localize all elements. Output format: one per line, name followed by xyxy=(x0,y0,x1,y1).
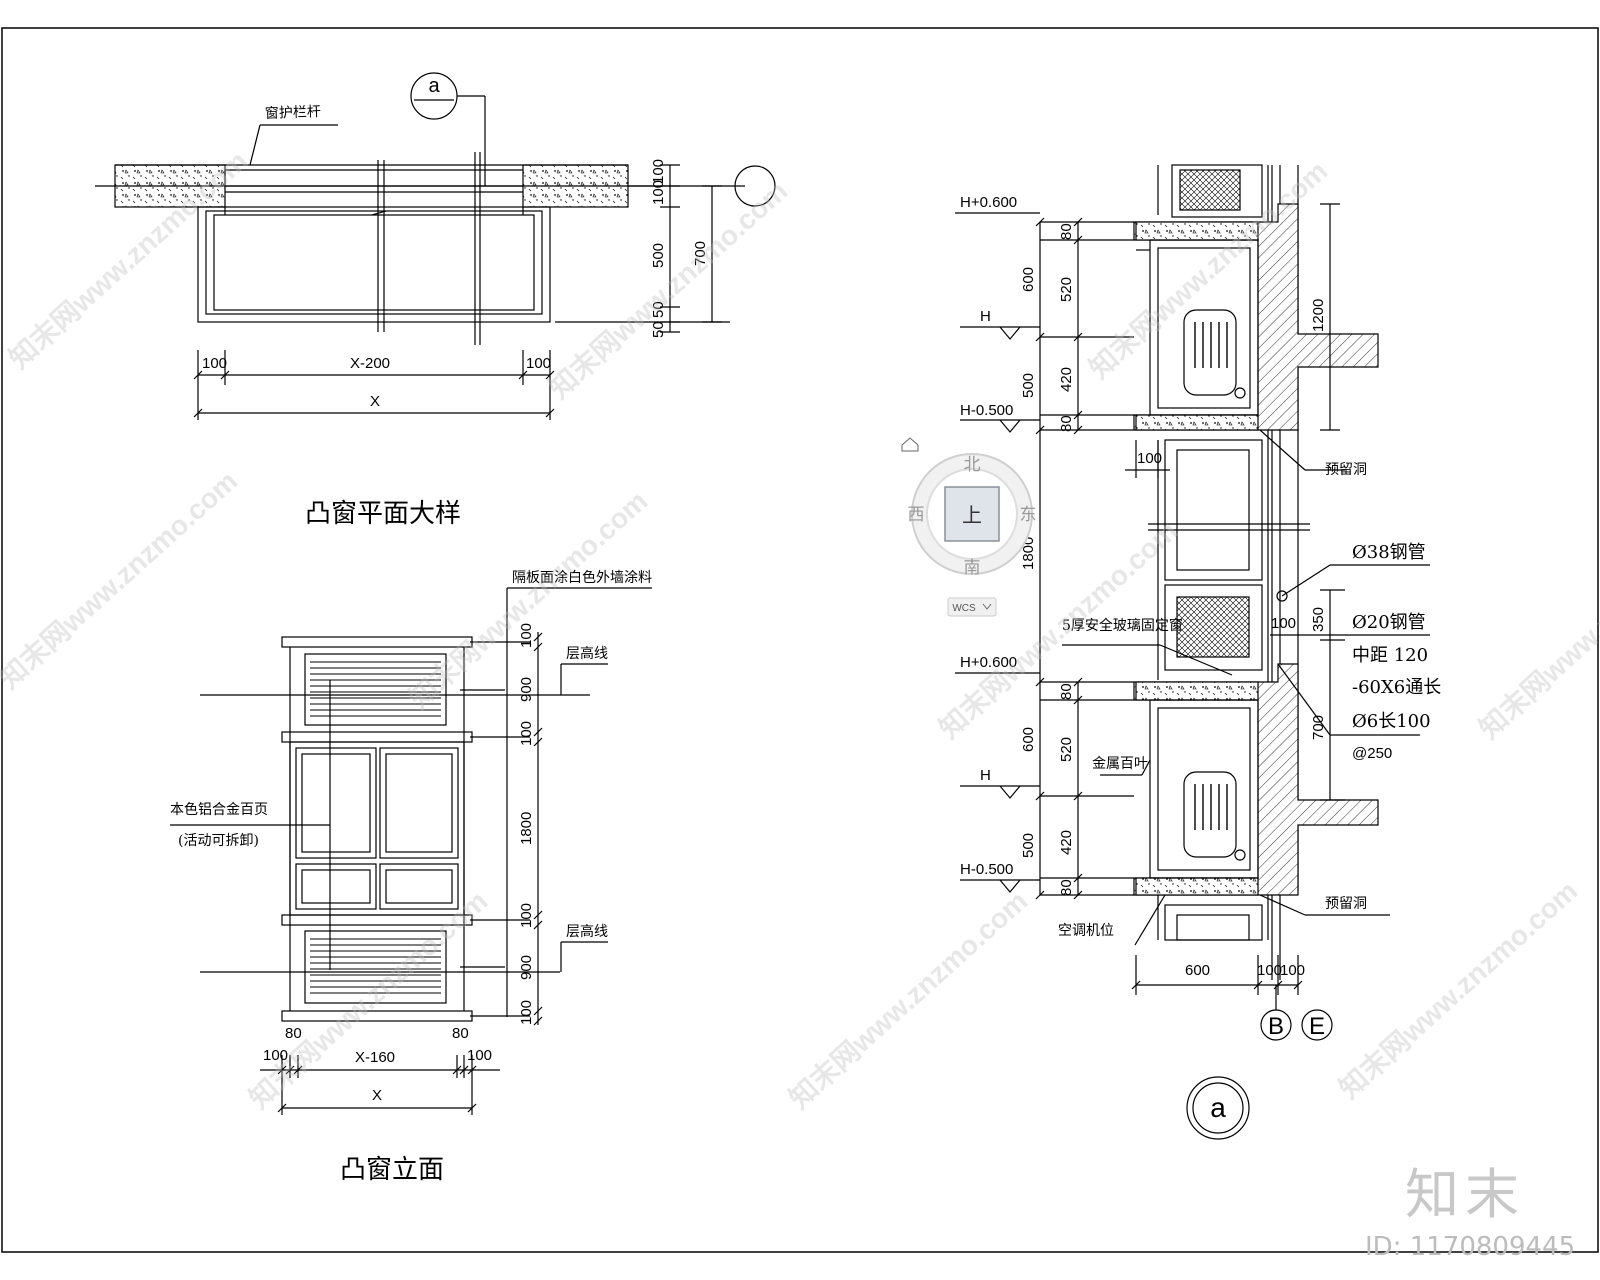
watermark-text: 知末网www.znzmo.com xyxy=(243,884,494,1114)
elev-dim: 100 xyxy=(518,1000,535,1025)
plan-dim: 500 xyxy=(650,243,667,268)
section-dim: 80 xyxy=(1058,879,1075,896)
plan-dim: 50 xyxy=(650,301,667,318)
louver-label-note: (活动可拆卸) xyxy=(178,833,259,849)
section-dim: 600 xyxy=(1020,267,1037,292)
section-dim: 1200 xyxy=(1310,299,1327,332)
elev-dim: 900 xyxy=(518,955,535,980)
section-dim: 100 xyxy=(1137,450,1162,467)
section-dim: 500 xyxy=(1020,833,1037,858)
watermark-text: 知末网www.znzmo.com xyxy=(0,464,243,694)
plan-dim: 100 xyxy=(650,159,667,184)
drawing-border xyxy=(1,27,1599,1253)
image-id-watermark: ID: 1170809445 xyxy=(1365,1232,1576,1262)
louver-label: 本色铝合金百页 xyxy=(170,801,268,818)
glass-label: 5厚安全玻璃固定窗 xyxy=(1062,617,1183,634)
level-label: H xyxy=(980,308,991,325)
section-dim: 80 xyxy=(1058,683,1075,700)
section-marker-a: a xyxy=(428,75,440,97)
compass-east[interactable]: 东 xyxy=(1020,505,1037,524)
elev-dim: 100 xyxy=(467,1047,492,1064)
section-dim: 600 xyxy=(1020,727,1037,752)
brand-watermark: 知末 xyxy=(1405,1163,1525,1226)
reserve-hole-label: 预留洞 xyxy=(1325,462,1367,478)
plan-dim: 100 xyxy=(202,355,227,372)
section-dim: 700 xyxy=(1310,715,1327,740)
pipe-20-label: Ø20钢管 xyxy=(1352,612,1426,633)
rebar-spacing-label: @250 xyxy=(1352,745,1392,762)
elev-dim: X-160 xyxy=(355,1049,395,1066)
section-dim: 80 xyxy=(1058,415,1075,432)
wcs-button[interactable] xyxy=(947,597,997,617)
level-label: H-0.500 xyxy=(960,861,1013,878)
elev-dim: 900 xyxy=(518,677,535,702)
section-dim: 520 xyxy=(1058,277,1075,302)
metal-louver-label: 金属百叶 xyxy=(1092,756,1148,772)
section-texts: H+0.600 H H-0.500 H+0.600 H H-0.500 600 … xyxy=(960,194,1441,1123)
plan-texts: 窗护栏杆 a 100 100 500 700 50 50 100 X-200 1… xyxy=(202,75,709,529)
floor-line-label-2: 层高线 xyxy=(566,923,608,940)
top-panel-label: 隔板面涂白色外墙涂料 xyxy=(512,569,652,586)
level-label: H xyxy=(980,767,991,784)
viewcube-face-top[interactable] xyxy=(944,486,1000,542)
elev-dim: 100 xyxy=(518,721,535,746)
compass-north[interactable]: 北 xyxy=(964,455,981,474)
section-dim: 350 xyxy=(1310,607,1327,632)
level-label: H+0.600 xyxy=(960,654,1017,671)
section-marker-a-bottom: a xyxy=(1210,1092,1226,1123)
watermark-text: 知末网www.znzmo.com xyxy=(543,174,794,404)
elev-dim: 100 xyxy=(263,1047,288,1064)
axis-e: E xyxy=(1309,1013,1325,1040)
section-dim: 600 xyxy=(1185,962,1210,979)
viewcube-face-label: 上 xyxy=(962,504,982,527)
plan-dim: X xyxy=(370,393,380,410)
pipe-38-label: Ø38钢管 xyxy=(1352,542,1426,563)
elevation-title: 凸窗立面 xyxy=(340,1155,444,1185)
home-icon[interactable] xyxy=(901,437,919,452)
elev-dim: 80 xyxy=(452,1025,469,1042)
elev-dim: X xyxy=(372,1087,382,1104)
section-dim: 420 xyxy=(1058,830,1075,855)
axis-b: B xyxy=(1268,1013,1284,1040)
section-dim: 420 xyxy=(1058,367,1075,392)
watermark-text: 知末网www.znzmo.com xyxy=(1333,874,1584,1104)
wcs-label: WCS xyxy=(952,603,976,614)
plan-dim: 100 xyxy=(650,180,667,205)
ac-position-label: 空调机位 xyxy=(1058,923,1114,939)
compass-south[interactable]: 南 xyxy=(964,558,981,577)
section-detail xyxy=(955,164,1430,1140)
section-dim: 80 xyxy=(1058,223,1075,240)
compass-west[interactable]: 西 xyxy=(908,505,925,524)
section-dim: 100 xyxy=(1280,962,1305,979)
spacing-label: 中距 120 xyxy=(1352,645,1428,666)
plan-title: 凸窗平面大样 xyxy=(305,499,461,529)
elev-dim: 80 xyxy=(285,1025,302,1042)
level-label: H+0.600 xyxy=(960,194,1017,211)
watermark-text: 知末网www.znzmo.com xyxy=(1473,514,1600,744)
watermark-text: 知末网www.znzmo.com xyxy=(783,884,1034,1114)
reserve-hole-label-2: 预留洞 xyxy=(1325,896,1367,912)
elevation-texts: 隔板面涂白色外墙涂料 层高线 层高线 本色铝合金百页 (活动可拆卸) 100 9… xyxy=(170,569,652,1185)
section-dim: 500 xyxy=(1020,373,1037,398)
elev-dim: 1800 xyxy=(518,812,535,845)
plan-dim: 50 xyxy=(650,321,667,338)
viewcube[interactable]: 上 北 南 东 西 WCS xyxy=(901,437,1037,617)
elevation-detail xyxy=(170,587,652,1115)
elev-dim: 100 xyxy=(518,623,535,648)
section-dim: 520 xyxy=(1058,737,1075,762)
flat-bar-label: -60X6通长 xyxy=(1352,677,1441,698)
section-dim: 100 xyxy=(1271,615,1296,632)
level-label: H-0.500 xyxy=(960,402,1013,419)
elev-dim: 100 xyxy=(518,903,535,928)
rail-label: 窗护栏杆 xyxy=(265,103,322,122)
plan-detail xyxy=(95,72,776,420)
plan-dim: X-200 xyxy=(350,355,390,372)
plan-dim: 700 xyxy=(692,241,709,266)
plan-dim: 100 xyxy=(526,355,551,372)
floor-line-label-1: 层高线 xyxy=(566,645,608,662)
chevron-down-icon[interactable] xyxy=(982,603,992,610)
section-dim: 100 xyxy=(1257,962,1282,979)
rebar-label: Ø6长100 xyxy=(1352,711,1431,732)
